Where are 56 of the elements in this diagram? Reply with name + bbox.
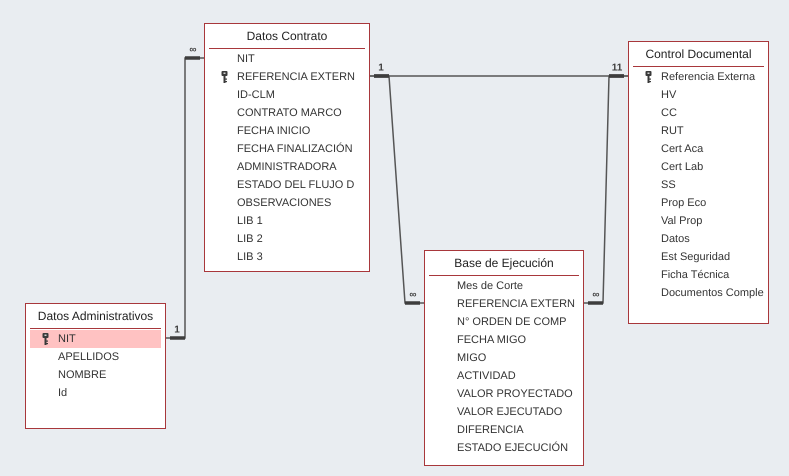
field-name: FECHA MIGO: [457, 333, 526, 348]
table-title: Base de Ejecución: [454, 255, 554, 271]
table-title: Datos Contrato: [246, 28, 328, 44]
field-name: SS: [661, 178, 676, 193]
field-name: FECHA FINALIZACIÓN: [237, 142, 353, 157]
field-name: REFERENCIA EXTERN: [457, 297, 575, 312]
field-name: LIB 1: [237, 214, 263, 229]
field-name: Ficha Técnica: [661, 268, 730, 283]
field-name: VALOR PROYECTADO: [457, 387, 573, 402]
field-name: APELLIDOS: [58, 350, 120, 365]
relationship-line: [370, 74, 424, 305]
field-name: Documentos Comple: [661, 286, 764, 301]
field-name: Est Seguridad: [661, 250, 730, 265]
field-name: CONTRATO MARCO: [237, 106, 342, 121]
field-name: Cert Aca: [661, 142, 704, 157]
field-name: MIGO: [457, 351, 486, 366]
table-box: [424, 250, 584, 466]
field-name: NOMBRE: [58, 368, 106, 383]
table-box: [25, 303, 166, 429]
field-name: Prop Eco: [661, 196, 706, 211]
field-name: Val Prop: [661, 214, 702, 229]
field-name: ID-CLM: [237, 88, 275, 103]
field-name: ACTIVIDAD: [457, 369, 516, 384]
field-name: LIB 2: [237, 232, 263, 247]
field-name: REFERENCIA EXTERN: [237, 70, 355, 85]
field-name: ESTADO DEL FLUJO D: [237, 178, 354, 193]
field-name: ESTADO EJECUCIÓN: [457, 440, 568, 456]
table-box: [204, 23, 370, 272]
field-name: ADMINISTRADORA: [237, 160, 337, 175]
relationship-line: [166, 56, 204, 340]
relationship-line: [584, 74, 628, 305]
cardinality-label: ∞: [409, 290, 417, 300]
cardinality-label: 11: [612, 62, 622, 74]
cardinality-label: ∞: [592, 290, 600, 300]
cardinality-label: 1: [378, 62, 384, 74]
field-name: FECHA INICIO: [237, 124, 310, 139]
cardinality-label: 1: [174, 324, 180, 336]
field-name: N° ORDEN DE COMP: [457, 315, 567, 330]
field-name: Referencia Externa: [661, 70, 756, 85]
field-name: NIT: [58, 332, 76, 347]
field-name: DIFERENCIA: [457, 423, 524, 438]
field-name: Datos: [661, 232, 690, 247]
cardinality-label: ∞: [189, 44, 197, 56]
field-name: RUT: [661, 124, 684, 139]
field-name: VALOR EJECUTADO: [457, 405, 562, 420]
field-name: NIT: [237, 52, 255, 67]
table-box: [628, 41, 769, 324]
field-name: CC: [661, 106, 677, 121]
field-name: Mes de Corte: [457, 279, 524, 294]
field-name: HV: [661, 88, 676, 103]
field-name: OBSERVACIONES: [237, 196, 332, 211]
field-name: LIB 3: [237, 250, 263, 265]
table-title: Datos Administrativos: [38, 308, 154, 324]
field-name: Id: [58, 386, 68, 401]
table-title: Control Documental: [645, 46, 752, 62]
field-name: Cert Lab: [661, 160, 704, 175]
